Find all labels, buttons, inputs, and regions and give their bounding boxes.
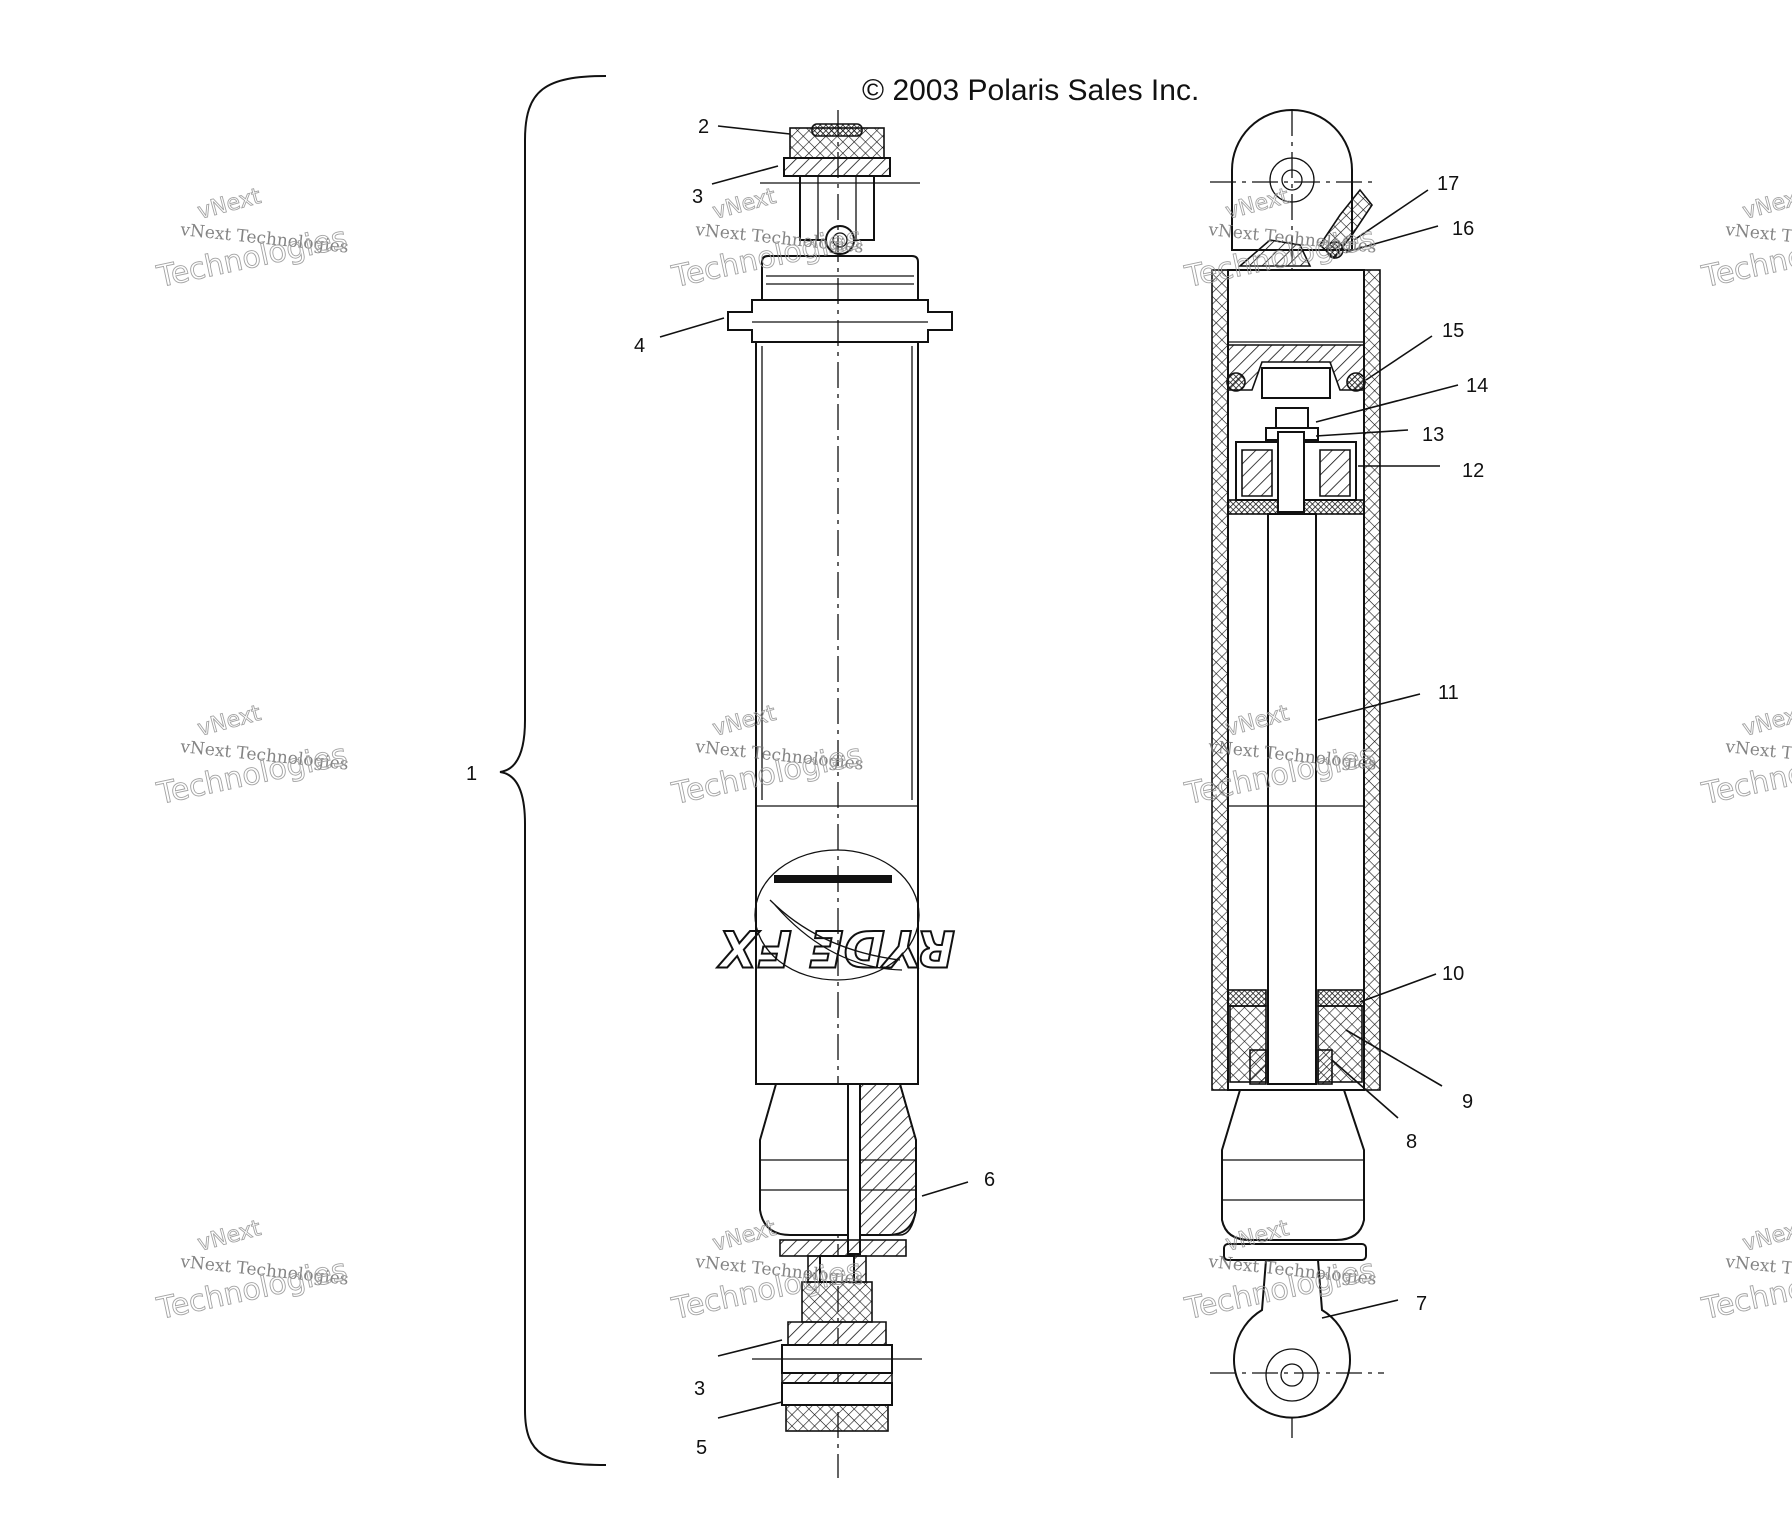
watermark-text: vNext	[195, 184, 264, 225]
callout-7: 7	[1416, 1293, 1427, 1315]
watermark-text: vNext	[195, 701, 264, 742]
callout-5: 5	[696, 1437, 707, 1459]
shock-section-view	[1210, 109, 1384, 1440]
watermark-text: vNext	[710, 1216, 779, 1257]
watermark-text: vNext	[710, 184, 779, 225]
callout-15: 15	[1442, 320, 1464, 342]
callout-leaders	[659, 125, 1459, 1419]
callout-10: 10	[1442, 963, 1464, 985]
callout-3-top: 3	[692, 186, 703, 208]
callout-3-bottom: 3	[694, 1378, 705, 1400]
callout-17: 17	[1437, 173, 1459, 195]
shock-external-view: RYDE FX	[716, 110, 956, 1478]
callout-16: 16	[1452, 218, 1474, 240]
callout-9: 9	[1462, 1091, 1473, 1113]
callout-12: 12	[1462, 460, 1484, 482]
callout-8: 8	[1406, 1131, 1417, 1153]
watermark-text: vNext	[1740, 701, 1792, 742]
ryde-fx-logo	[754, 849, 920, 981]
callout-labels: 1 2 3 4 6 3 5 17 16 15 14 13 12 11 10 9 …	[466, 116, 1488, 1459]
assembly-brace	[499, 75, 607, 1466]
callout-14: 14	[1466, 375, 1488, 397]
callout-11: 11	[1438, 682, 1459, 704]
callout-2: 2	[698, 116, 709, 138]
callout-6: 6	[984, 1169, 995, 1191]
callout-4: 4	[634, 335, 645, 357]
watermark-text: vNext	[195, 1216, 264, 1257]
logo-text: RYDE FX	[717, 919, 955, 977]
callout-13: 13	[1422, 424, 1444, 446]
callout-1: 1	[466, 763, 477, 785]
watermark-text: vNext	[1740, 1216, 1792, 1257]
copyright-text: © 2003 Polaris Sales Inc.	[862, 74, 1199, 107]
watermark-text: vNext	[1740, 184, 1792, 225]
